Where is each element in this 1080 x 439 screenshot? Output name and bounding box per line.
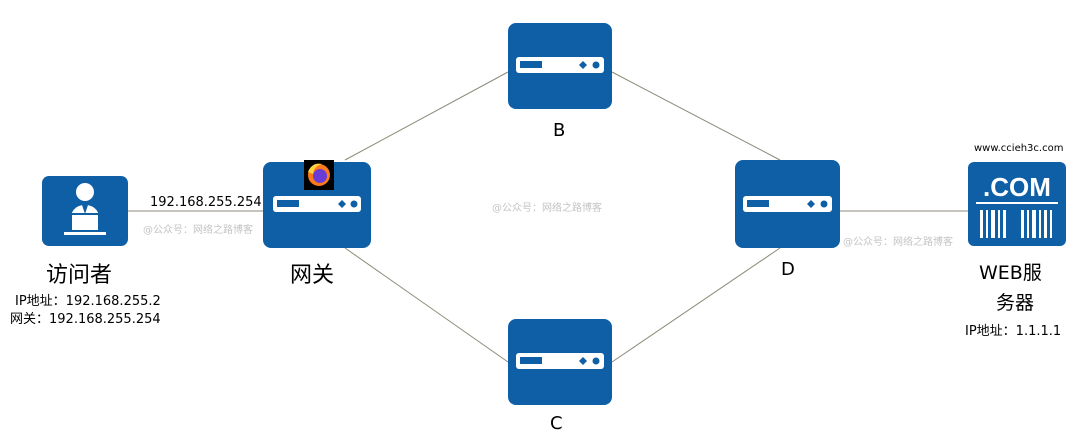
links <box>128 71 968 363</box>
watermark-left: @公众号：网络之路博客 <box>143 225 253 236</box>
web-server-label-line2: 务器 <box>996 292 1035 314</box>
router-d-node <box>735 160 840 248</box>
link-b-d <box>611 71 781 161</box>
router-b-node <box>508 23 612 109</box>
router-d-label: D <box>781 259 795 280</box>
watermark-center: @公众号：网络之路博客 <box>492 203 602 214</box>
web-domain: www.ccieh3c.com <box>974 143 1064 154</box>
web-server-icon-text: .COM <box>983 172 1051 202</box>
visitor-gateway: 网关：192.168.255.254 <box>10 312 161 327</box>
router-c-label: C <box>550 413 563 434</box>
link-c-d <box>611 247 781 363</box>
watermark-right: @公众号：网络之路博客 <box>843 237 953 248</box>
web-server-node: .COM <box>968 162 1066 246</box>
visitor-ip: IP地址：192.168.255.2 <box>15 294 161 309</box>
web-server-label-line1: WEB服 <box>979 262 1042 284</box>
router-c-node <box>508 319 612 405</box>
visitor-node <box>42 176 128 246</box>
visitor-label: 访问者 <box>46 263 113 288</box>
web-server-ip: IP地址：1.1.1.1 <box>965 324 1062 339</box>
router-b-label: B <box>553 120 566 141</box>
gateway-ip: 192.168.255.254 <box>150 195 262 210</box>
link-gateway-c <box>344 247 509 363</box>
link-gateway-b <box>344 71 509 161</box>
firefox-icon <box>304 160 334 190</box>
gateway-label: 网关 <box>290 263 335 288</box>
gateway-node <box>263 162 371 248</box>
